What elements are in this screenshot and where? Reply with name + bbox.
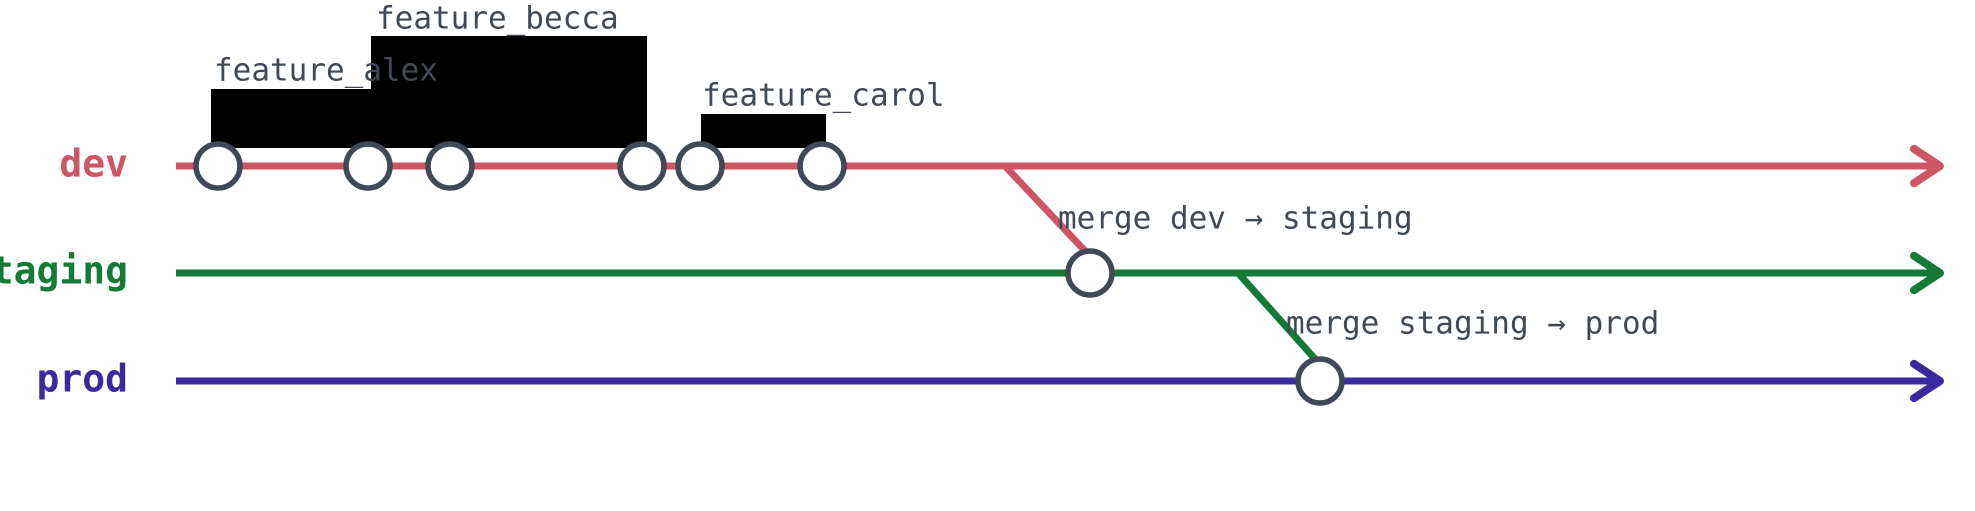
- commit-node-m1[interactable]: [1065, 248, 1115, 298]
- feature-bracket-feature_carol: [701, 114, 826, 148]
- branch-label-prod: prod: [36, 357, 128, 401]
- merge-lines-group: [1001, 162, 1320, 364]
- commit-node-c6[interactable]: [797, 141, 847, 191]
- commit-node-c5[interactable]: [675, 141, 725, 191]
- commit-node-c4[interactable]: [617, 141, 667, 191]
- commit-node-c2[interactable]: [343, 141, 393, 191]
- feature-label-feature_becca: feature_becca: [376, 1, 619, 37]
- branch-arrowhead-dev: [1910, 144, 1944, 188]
- commit-nodes-group: [193, 141, 1345, 406]
- branch-label-dev: dev: [59, 142, 128, 186]
- feature-label-feature_alex: feature_alex: [214, 53, 438, 89]
- commit-node-c3[interactable]: [425, 141, 475, 191]
- feature-bracket-feature_becca: [371, 36, 647, 148]
- merge-line-merge-dev-staging: [1001, 162, 1090, 256]
- branch-label-staging: staging: [0, 249, 128, 293]
- commit-node-m2[interactable]: [1295, 356, 1345, 406]
- merge-label-merge-staging-prod: merge staging → prod: [1286, 306, 1659, 342]
- feature-label-feature_carol: feature_carol: [702, 78, 945, 114]
- commit-node-c1[interactable]: [193, 141, 243, 191]
- merge-label-merge-dev-staging: merge dev → staging: [1058, 201, 1413, 237]
- branch-arrowhead-staging: [1910, 251, 1944, 295]
- merge-line-merge-staging-prod: [1234, 269, 1320, 364]
- feature-brackets-group: [211, 36, 826, 148]
- text-labels-group: dev staging prod feature_alex feature_beccaf…: [0, 1, 1659, 401]
- branch-arrowhead-prod: [1910, 359, 1944, 403]
